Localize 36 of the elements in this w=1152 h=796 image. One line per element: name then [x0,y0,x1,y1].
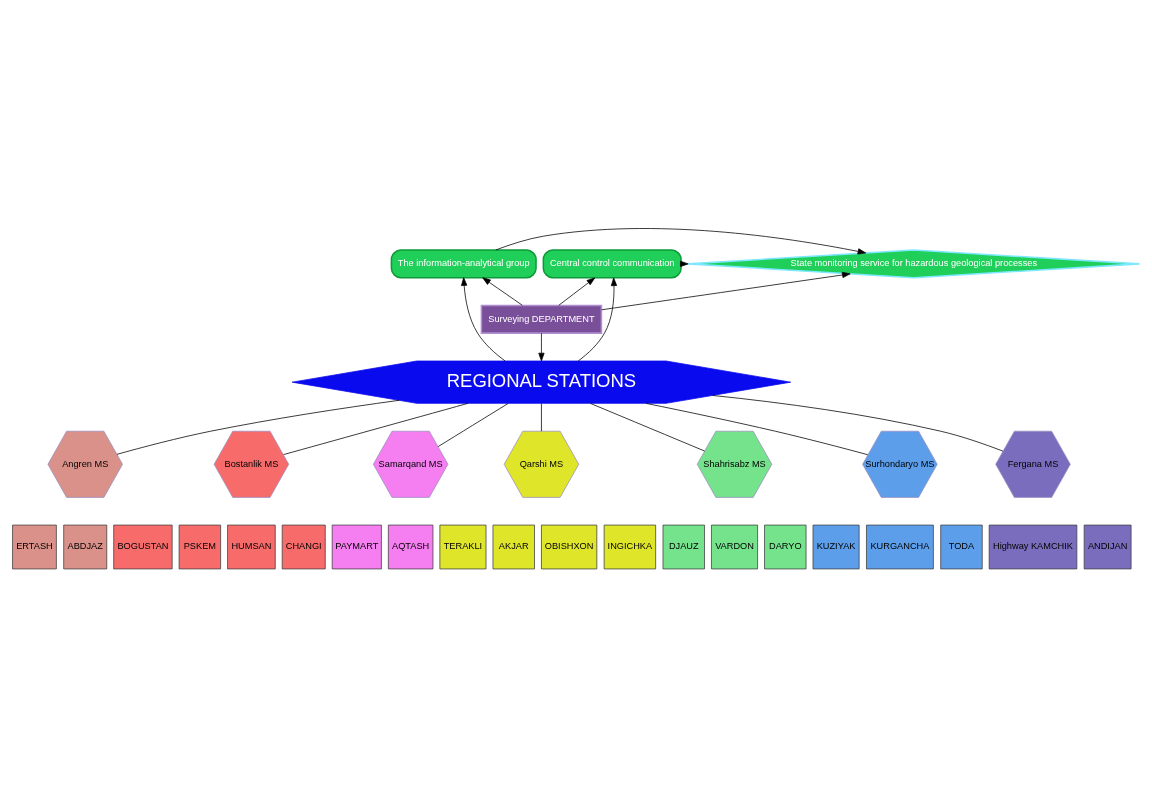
arrow [482,276,523,306]
node-box: DJAUZ [662,524,705,569]
node-box: AQTASH [387,524,434,569]
node-box: Highway KAMCHIK [988,524,1078,569]
arrow [538,332,545,361]
arrow [461,276,506,361]
node-box: DARYO [764,524,807,569]
node-box: AKJAR [492,524,535,569]
node-box: CHANGI [281,524,326,569]
node-box: ERTASH [12,524,57,569]
node-box: HUMSAN [227,524,276,569]
arrow [558,277,596,306]
connector [437,402,509,447]
node-box: ABDJAZ [63,524,108,569]
arrow [601,271,851,310]
connector [590,402,705,451]
node-box: OBISHXON [541,524,598,569]
node-box: BOGUSTAN [113,524,173,569]
connector [283,402,469,455]
arrow [577,277,618,361]
node-box: VARDON [711,524,758,569]
node-box: PSKEM [178,524,221,569]
arrow [495,227,867,254]
node-box: TERAKLI [439,524,487,569]
node-box: TODA [940,524,983,569]
connector [712,394,1004,452]
connector [645,402,869,455]
node-box: The information-analytical group [390,248,537,278]
node-box: KURGANCHA [866,524,934,569]
node-box: Surveying DEPARTMENT [480,304,603,334]
node-box: INGICHKA [603,524,657,569]
connector [116,399,400,455]
node-box: KUZIYAK [812,524,860,569]
node-box: PAYMART [331,524,382,569]
node-box: ANDIJAN [1083,524,1132,569]
connector [541,402,542,431]
